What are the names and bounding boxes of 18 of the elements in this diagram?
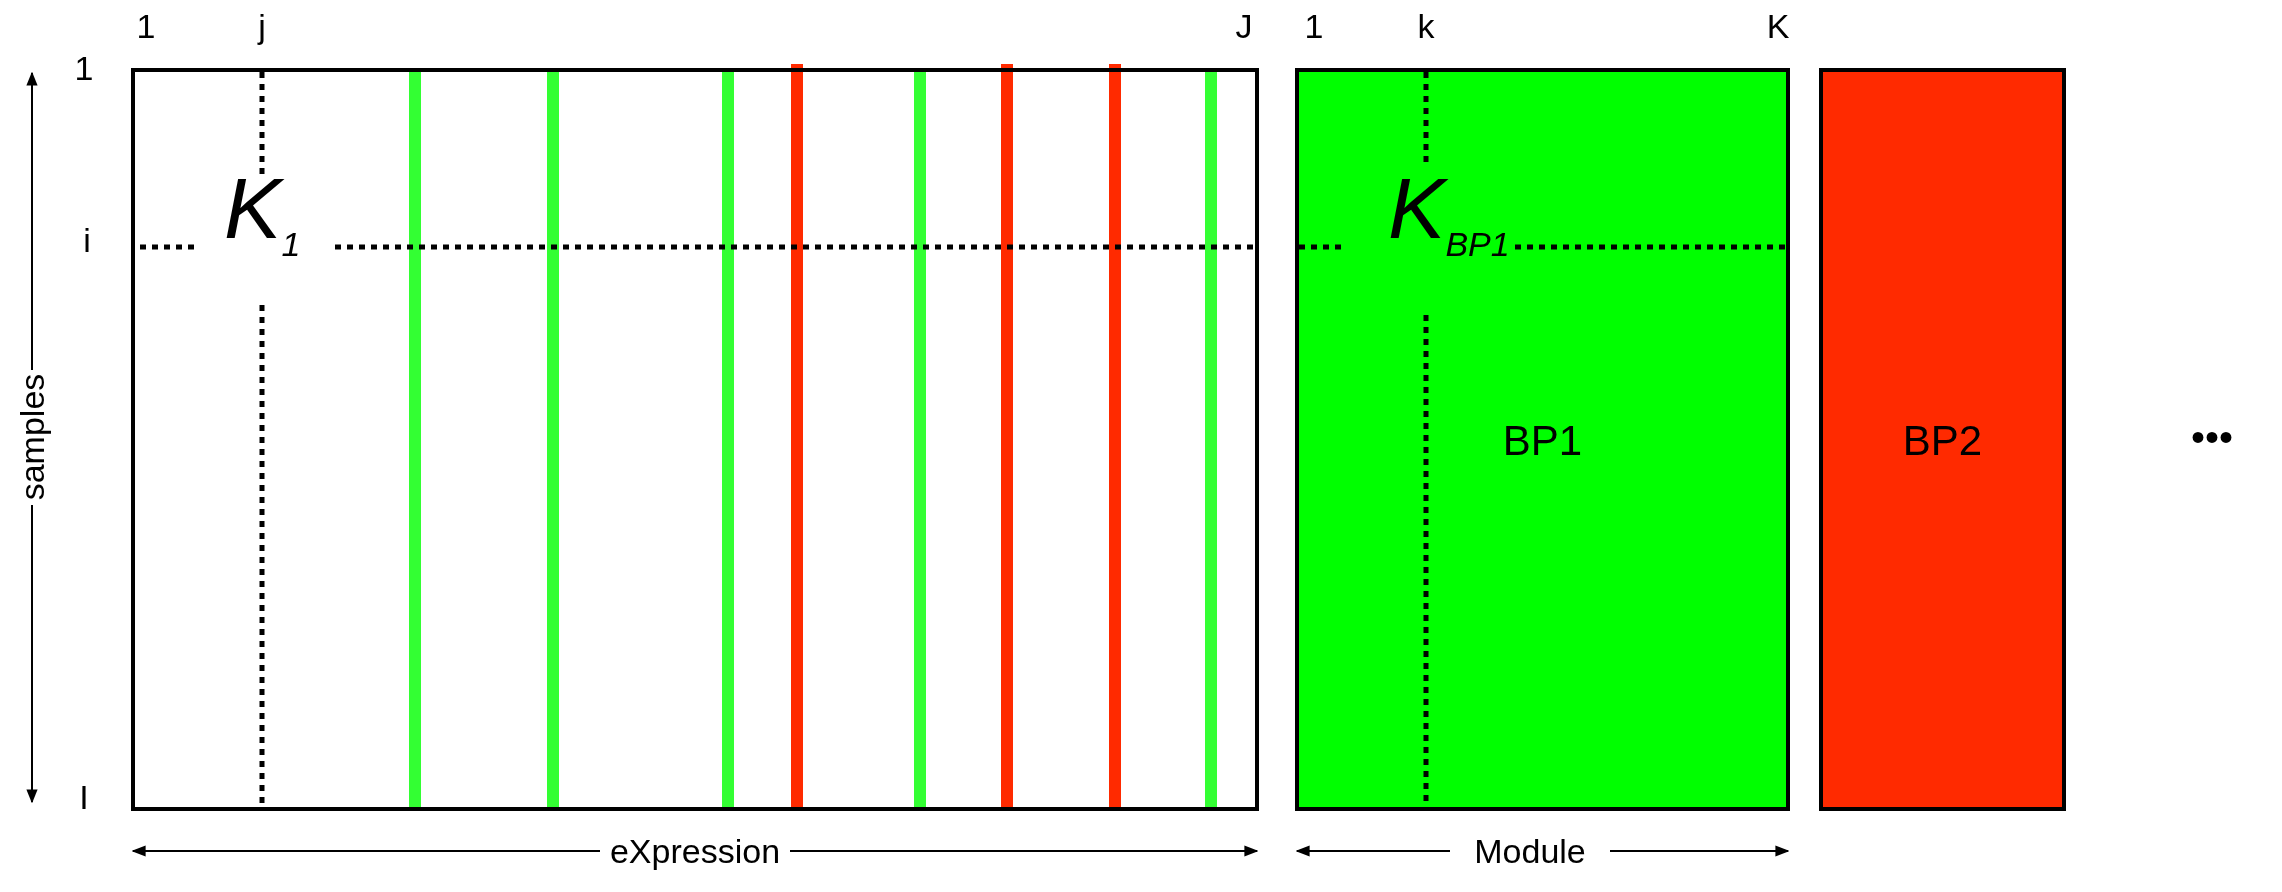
matrix-box	[131, 68, 1259, 811]
index-label: k	[1417, 9, 1435, 43]
axis-label: eXpression	[609, 834, 781, 868]
index-label: i	[83, 223, 91, 257]
module-label: BP1	[1502, 420, 1583, 462]
index-label: 1	[1304, 9, 1324, 43]
matrix-box	[1819, 68, 2066, 811]
axis-label: Module	[1474, 834, 1586, 868]
index-label: 1	[74, 51, 94, 85]
module-label: BP2	[1902, 420, 1983, 462]
axis-label: samples	[15, 373, 49, 501]
index-label: J	[1235, 9, 1253, 43]
index-label: K	[1766, 9, 1790, 43]
index-label: 1	[136, 9, 156, 43]
index-label: I	[79, 780, 89, 814]
index-label: j	[258, 9, 266, 43]
ellipsis: •••	[2191, 417, 2233, 457]
matrix-box	[1295, 68, 1790, 811]
